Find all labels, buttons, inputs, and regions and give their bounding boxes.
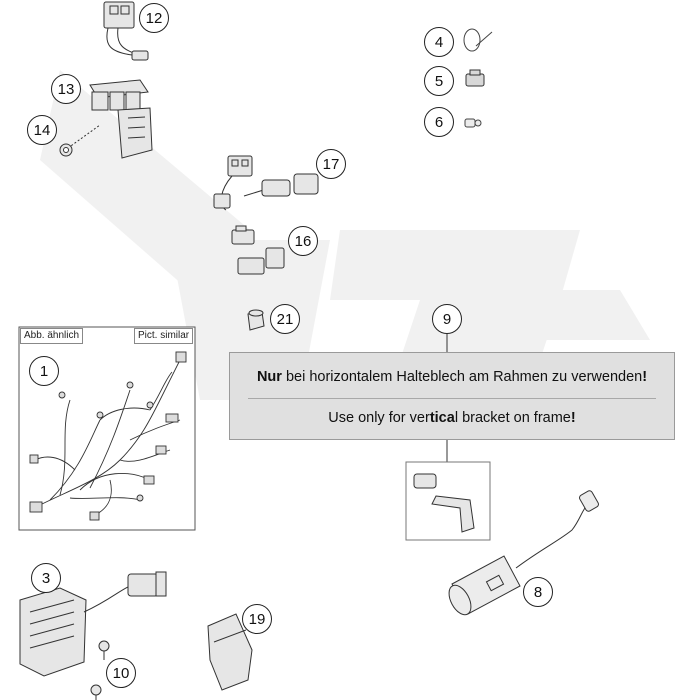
callout-12: 12	[139, 3, 169, 33]
inset-label-english: Pict. similar	[134, 328, 194, 344]
part-9-bracket-inset	[405, 461, 491, 541]
inset-label-german: Abb. ähnlich	[20, 328, 84, 344]
callout-5: 5	[424, 66, 454, 96]
part-13-relay-block	[89, 79, 153, 159]
callout-17: 17	[316, 149, 346, 179]
part-8-capacitor	[448, 490, 599, 616]
part-14-nut	[59, 124, 101, 157]
callout-6: 6	[424, 107, 454, 137]
callout-1: 1	[29, 356, 59, 386]
part-19-cover	[207, 613, 253, 691]
callout-21: 21	[270, 304, 300, 334]
note-box: Nur bei horizontalem Halteblech am Rahme…	[229, 352, 675, 440]
part-5-clip	[465, 69, 485, 87]
part-12-connector	[103, 1, 149, 61]
note-divider	[248, 398, 656, 399]
note-german: Nur bei horizontalem Halteblech am Rahme…	[230, 369, 674, 385]
note-english-start: Use only for ver	[328, 410, 430, 426]
part-10-screws	[90, 640, 110, 700]
part-1-wiring-harness	[29, 351, 187, 521]
part-3-regulator	[19, 571, 167, 677]
callout-10: 10	[106, 658, 136, 688]
note-german-rest: bei horizontalem Halteblech am Rahmen zu…	[281, 369, 643, 385]
note-german-bold: Nur	[256, 369, 282, 385]
note-english-rest: l bracket on frame	[454, 410, 571, 426]
part-21-boot	[247, 309, 265, 331]
callout-16: 16	[288, 226, 318, 256]
callout-4: 4	[424, 27, 454, 57]
part-6-small-clip	[464, 118, 482, 128]
callout-14: 14	[27, 115, 57, 145]
note-english: Use only for vertical bracket on frame!	[230, 410, 674, 426]
callout-19: 19	[242, 604, 272, 634]
note-english-end: !	[570, 410, 576, 426]
callout-9: 9	[432, 304, 462, 334]
part-17-plug	[213, 155, 319, 211]
part-16-terminals	[231, 225, 285, 275]
note-english-bold: tica	[429, 410, 455, 426]
callout-13: 13	[51, 74, 81, 104]
note-german-end: !	[642, 369, 648, 385]
callout-3: 3	[31, 563, 61, 593]
part-4-cable-tie	[463, 28, 493, 52]
callout-8: 8	[523, 577, 553, 607]
